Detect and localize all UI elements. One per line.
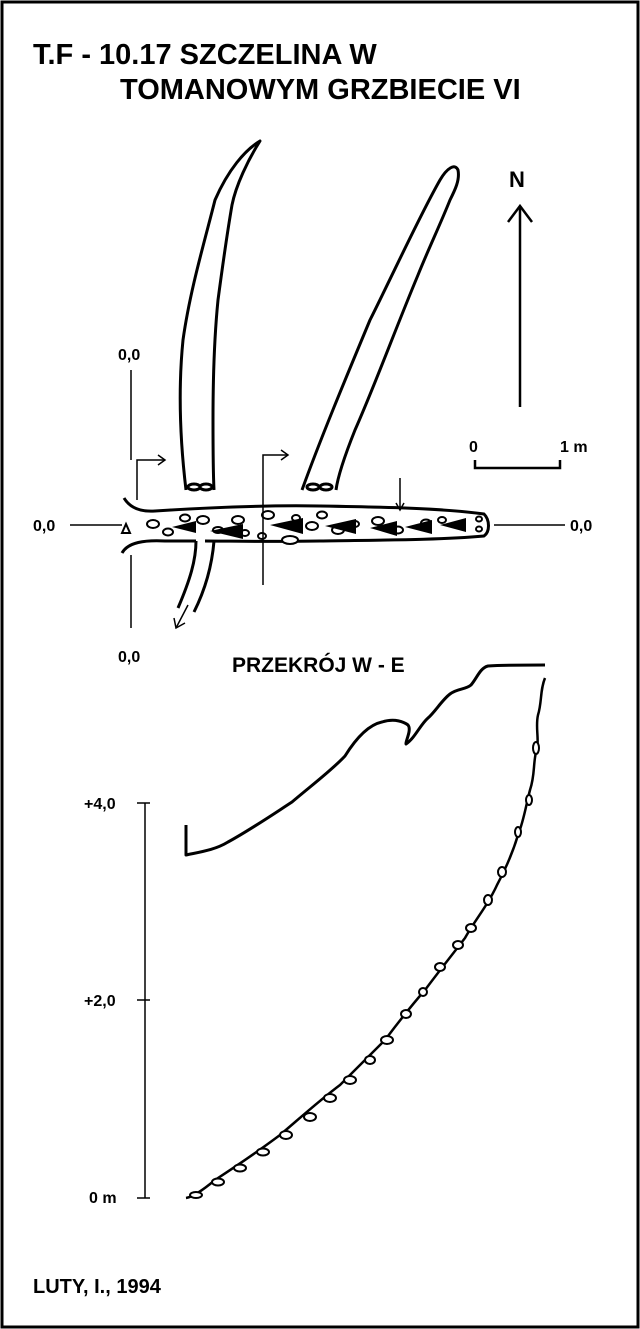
survey-station-icon xyxy=(120,521,132,534)
plan-passage-right xyxy=(300,165,460,492)
title-line-2: TOMANOWYM GRZBIECIE VI xyxy=(120,74,521,106)
plan-label-right: 0,0 xyxy=(570,518,592,535)
section-lower-wall xyxy=(185,677,547,1200)
north-arrow-icon xyxy=(507,203,533,407)
plan-label-bottom: 0,0 xyxy=(118,649,140,666)
branch-arrow-icon xyxy=(173,604,189,630)
height-tick-4: +4,0 xyxy=(84,796,116,813)
section-upper-wall xyxy=(184,663,546,857)
height-tick-0: 0 m xyxy=(89,1190,117,1207)
rubble-fill xyxy=(146,510,483,545)
plan-label-left: 0,0 xyxy=(33,518,55,535)
scale-end-label: 1 m xyxy=(560,439,588,456)
plan-main-fissure xyxy=(120,497,490,613)
north-label: N xyxy=(509,167,525,192)
block-fill xyxy=(172,518,466,539)
height-scale xyxy=(137,802,150,1199)
scale-start-label: 0 xyxy=(469,439,478,456)
plan-label-top: 0,0 xyxy=(118,347,140,364)
section-title: PRZEKRÓJ W - E xyxy=(232,653,405,677)
credit-text: LUTY, I., 1994 xyxy=(33,1276,162,1298)
plan-passage-left xyxy=(178,139,262,492)
cross-section-arrow-icon xyxy=(136,449,405,585)
height-tick-2: +2,0 xyxy=(84,993,116,1010)
scale-bar xyxy=(473,460,562,470)
title-line-1: T.F - 10.17 SZCZELINA W xyxy=(33,39,377,71)
section-rubble xyxy=(189,741,540,1199)
